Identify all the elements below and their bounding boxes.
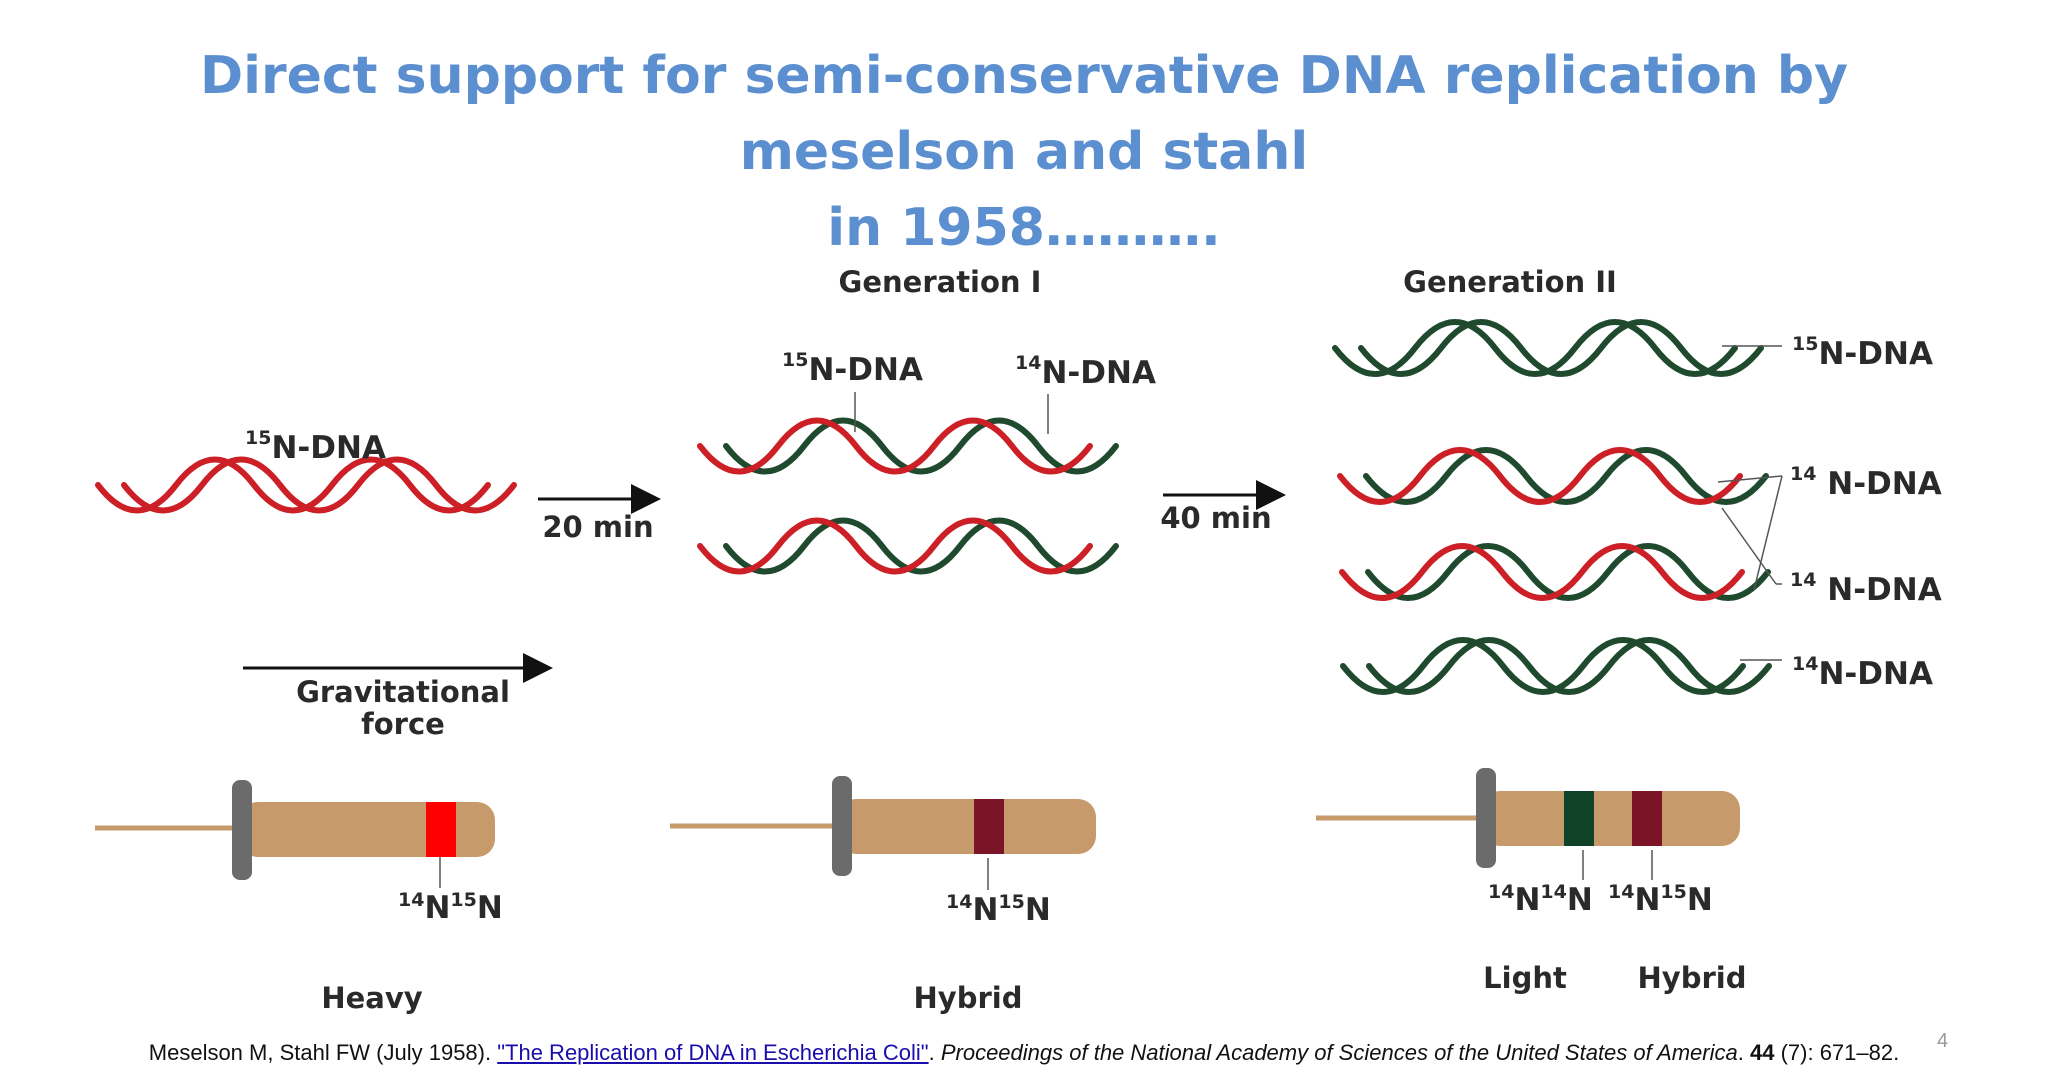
reference-authors: Meselson M, Stahl FW (July 1958). xyxy=(148,1040,498,1065)
reference-journal: Proceedings of the National Academy of S… xyxy=(940,1040,1738,1065)
tube-hybrid xyxy=(670,776,1096,876)
tube3-band-label-a: 14N14N xyxy=(1488,881,1593,918)
caption-light: Light xyxy=(1483,961,1567,995)
parent-helix xyxy=(95,456,517,514)
caption-heavy: Heavy xyxy=(321,981,422,1015)
tube1-band-heavy xyxy=(426,802,456,857)
reference-volume: 44 xyxy=(1749,1040,1775,1065)
gen2-leader-3a xyxy=(1721,507,1777,585)
gen2-leader-2a xyxy=(1717,475,1783,483)
parent-sup: 15 xyxy=(245,427,271,449)
gen2-label-2: 14 N-DNA xyxy=(1790,463,1942,502)
gen2-h3-strand-heavy xyxy=(1339,543,1745,601)
gen1-helix-top xyxy=(697,417,1119,475)
slide-title: Direct support for semi-conservative DNA… xyxy=(60,38,1988,266)
tube-heavy xyxy=(95,780,495,880)
tube2-band-label: 14N15N xyxy=(946,891,1051,928)
gen2-h1-strand-b xyxy=(1358,319,1764,377)
gen2-leader-2b xyxy=(1753,475,1783,591)
arrow-40min-label: 40 min xyxy=(1160,501,1271,535)
title-line-1: Direct support for semi-conservative DNA… xyxy=(199,46,1849,182)
caption-hybrid: Hybrid xyxy=(914,981,1023,1015)
parent-strand-a xyxy=(95,456,491,514)
tube2-body xyxy=(838,799,1096,854)
tube1-cap xyxy=(232,780,252,880)
leader-lines xyxy=(439,345,1783,890)
tube3-band-light xyxy=(1564,791,1594,846)
tube3-band-label-b: 14N15N xyxy=(1608,881,1713,918)
page-number: 4 xyxy=(1937,1030,1949,1052)
tube3-cap xyxy=(1476,768,1496,868)
reference-link[interactable]: "The Replication of DNA in Escherichia C… xyxy=(497,1040,929,1065)
reference-citation: Meselson M, Stahl FW (July 1958). "The R… xyxy=(0,1040,2048,1066)
parent-text: N-DNA xyxy=(271,430,385,466)
gen1-bottom-strand-light xyxy=(723,517,1119,575)
gen2-label-4: 14N-DNA xyxy=(1792,653,1933,692)
gen1-top-strand-light xyxy=(723,417,1119,475)
gen2-helix-4 xyxy=(1340,637,1772,695)
reference-pages: (7): 671–82. xyxy=(1774,1040,1900,1065)
gravitational-force-label-line2: force xyxy=(361,707,445,741)
arrow-20min-label: 20 min xyxy=(542,510,653,544)
caption-hybrid-gen2: Hybrid xyxy=(1638,961,1747,995)
gen2-helix-2 xyxy=(1337,447,1769,505)
gen2-h2-strand-heavy xyxy=(1337,447,1743,505)
gen1-top-strand-heavy xyxy=(697,417,1093,475)
title-line-2: in 1958………. xyxy=(827,198,1221,258)
tube3-body xyxy=(1482,791,1740,846)
gen1-bottom-strand-heavy xyxy=(697,517,1093,575)
reference-sep-1: . xyxy=(928,1040,941,1065)
gen1-helix-bottom xyxy=(697,517,1119,575)
gen2-h3-strand-light xyxy=(1365,543,1771,601)
gen2-h2-strand-light xyxy=(1363,447,1769,505)
parent-strand-b xyxy=(121,456,517,514)
gen2-h1-strand-a xyxy=(1332,319,1738,377)
generation-1-label: Generation I xyxy=(839,265,1042,299)
gen2-h4-strand-a xyxy=(1340,637,1746,695)
tube3-band-hybrid xyxy=(1632,791,1662,846)
tube-mixed xyxy=(1316,768,1740,868)
tube1-band-label: 14N15N xyxy=(398,889,503,926)
reference-sep-2: . xyxy=(1737,1040,1750,1065)
gen2-helix-3 xyxy=(1339,543,1771,601)
gen1-14n-label: 14N-DNA xyxy=(1015,352,1156,391)
parent-15n-label: 15N-DNA xyxy=(245,427,386,466)
gen2-helix-1 xyxy=(1332,319,1764,377)
gen2-label-3: 14 N-DNA xyxy=(1790,569,1942,608)
gen1-15n-label: 15N-DNA xyxy=(782,349,923,388)
gen2-h4-strand-b xyxy=(1366,637,1772,695)
tube2-cap xyxy=(832,776,852,876)
tube1-body xyxy=(240,802,495,857)
generation-2-label: Generation II xyxy=(1403,265,1617,299)
gen2-label-1: 15N-DNA xyxy=(1792,333,1933,372)
tube2-band-hybrid xyxy=(974,799,1004,854)
gravitational-force-label-line1: Gravitational xyxy=(296,675,510,709)
